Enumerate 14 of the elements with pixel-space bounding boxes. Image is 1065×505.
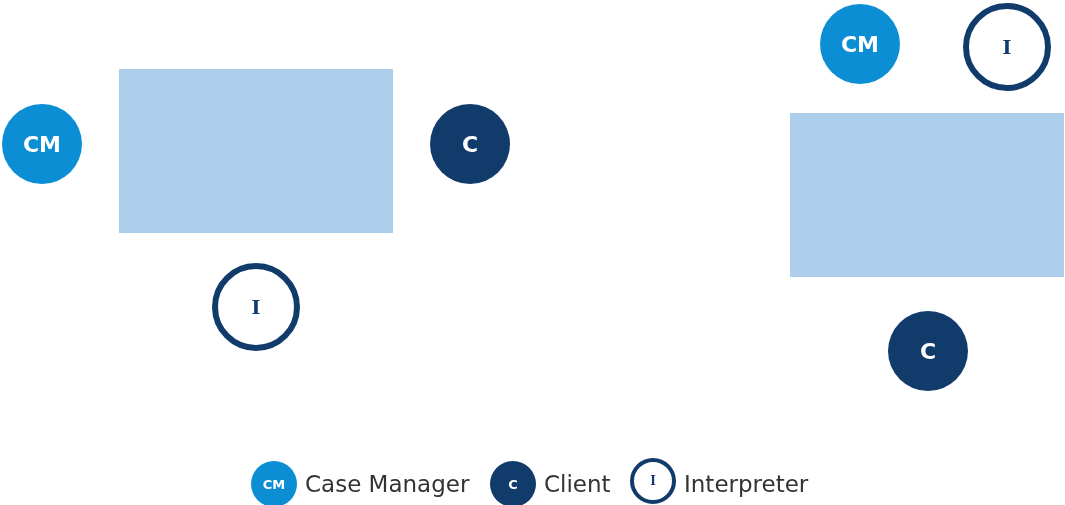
table-rectangle	[790, 113, 1064, 277]
seat-initials: C	[919, 338, 937, 364]
seat-initials: C	[461, 131, 479, 157]
legend-label: Client	[544, 471, 611, 497]
seat-initials: CM	[840, 31, 879, 57]
swatch-initials: CM	[262, 476, 286, 492]
legend-label: Case Manager	[305, 471, 470, 497]
swatch-initials: C	[508, 476, 518, 492]
legend-label: Interpreter	[684, 471, 809, 497]
seat-initials: CM	[22, 131, 61, 157]
swatch-initials: I	[650, 474, 656, 488]
seat-initials: I	[251, 296, 261, 318]
table-rectangle	[119, 69, 393, 233]
seat-initials: I	[1002, 36, 1012, 58]
